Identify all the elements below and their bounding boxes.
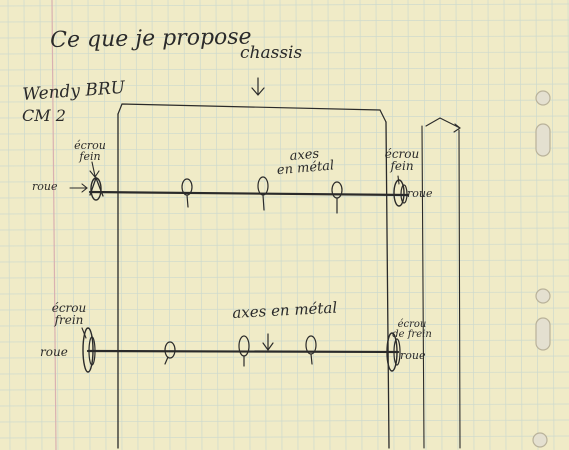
binder-hole [536,289,550,303]
bottom-right-roue-label: roue [400,350,425,361]
chassis-label: chassis [240,45,302,62]
binder-hole [533,433,547,447]
top-right-roue-label: roue [407,188,432,199]
class-label: CM 2 [22,108,66,124]
binder-hole [536,91,550,105]
label-line: de frein [390,330,434,340]
binder-hole [536,318,550,350]
bottom-left-ecrou-label: écrou frein [44,302,94,326]
label-line: frein [44,314,94,326]
top-right-ecrou-label: écrou fein [380,148,424,172]
label-line: fein [70,151,110,162]
binder-hole [536,124,550,156]
top-left-ecrou-label: écrou fein [70,140,110,162]
top-axle-label: axes en métal [268,146,342,178]
label-line: fein [380,160,424,172]
bottom-axle [88,351,398,352]
bottom-right-ecrou-label: écrou de frein [390,320,434,340]
bottom-left-roue-label: roue [40,346,68,358]
page-title: Ce que je propose [50,26,252,52]
top-left-roue-label: roue [32,181,57,192]
